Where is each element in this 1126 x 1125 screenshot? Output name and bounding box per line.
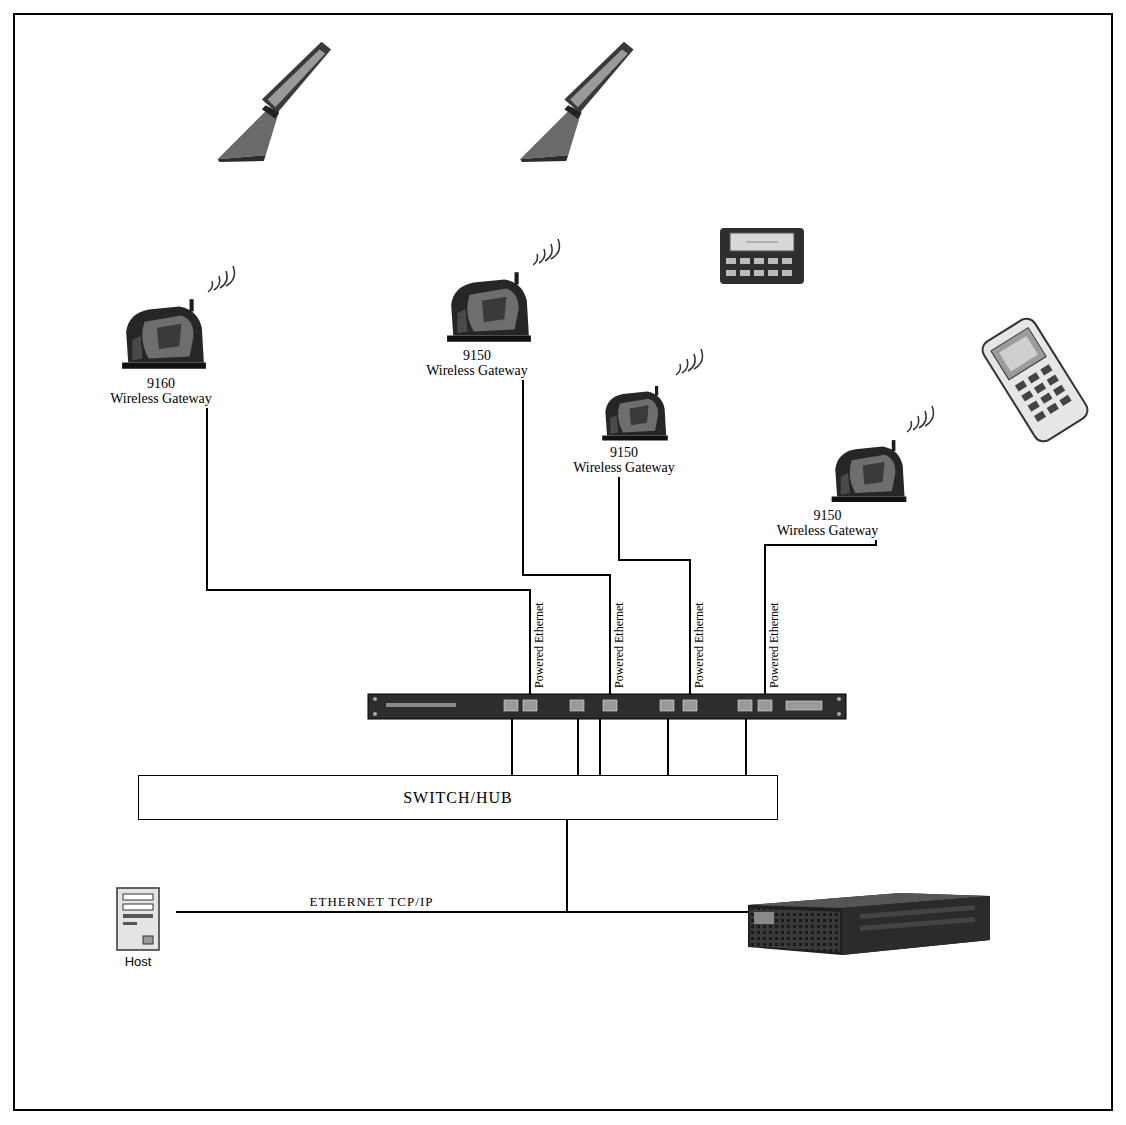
edge-label: Powered Ethernet [613,601,626,689]
host-label: Host [100,954,176,969]
wireless-gateway: 9150 Wireless Gateway [741,440,914,540]
gateway-label: 9150 Wireless Gateway [741,508,914,538]
edge-label: Powered Ethernet [768,601,781,689]
gateway-label: 9160 Wireless Gateway [91,376,231,406]
gateway-label: 9150 Wireless Gateway [544,445,704,475]
switch-label: SWITCH/HUB [403,789,513,807]
powered-ethernet-cable [207,408,530,775]
ethernet-cable [176,820,567,912]
wireless-gateway: 9160 Wireless Gateway [91,296,231,408]
gateway-label: 9150 Wireless Gateway [408,348,546,378]
powered-ethernet-cable [746,540,876,775]
edge-label: Powered Ethernet [533,601,546,689]
host-computer: Host [100,884,176,971]
edge-label: Powered Ethernet [693,601,706,689]
wireless-gateway: 9150 Wireless Gateway [544,386,704,477]
powered-ethernet-cable [619,477,690,775]
edge-label: ETHERNET TCP/IP [307,895,437,908]
switch-hub-box: SWITCH/HUB [138,775,778,820]
wireless-gateway: 9150 Wireless Gateway [408,272,546,380]
